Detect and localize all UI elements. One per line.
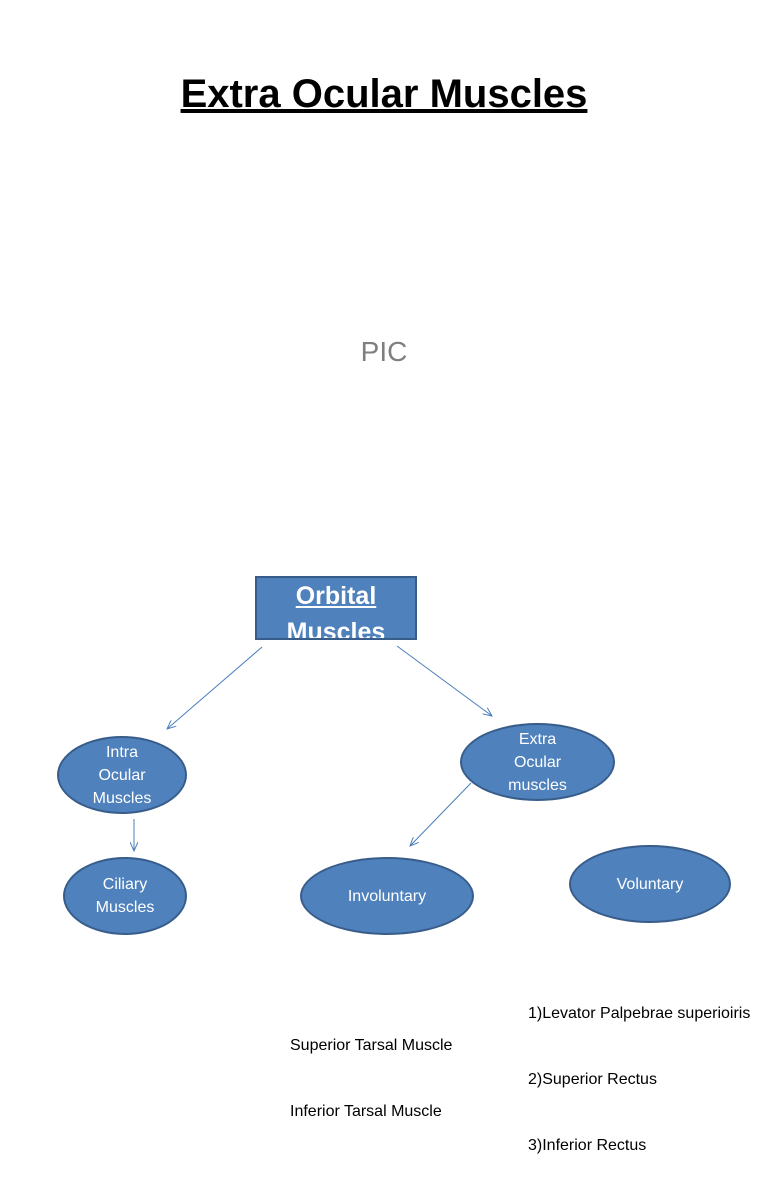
picture-placeholder: PIC: [360, 336, 408, 367]
list-item: 1)Levator Palpebrae superioiris: [528, 1005, 751, 1022]
page-title: Extra Ocular Muscles: [180, 72, 588, 116]
voluntary-node: Voluntary: [569, 845, 731, 923]
involuntary-node: Involuntary: [300, 857, 474, 935]
involuntary-muscle-list: Superior Tarsal Muscle Inferior Tarsal M…: [290, 991, 452, 1145]
extra-ocular-muscles-node: Extra Ocular muscles: [460, 723, 615, 801]
intra-ocular-muscles-node: Intra Ocular Muscles: [57, 736, 187, 814]
arrow-extra-to-involuntary: [410, 782, 472, 846]
list-item: Superior Tarsal Muscle: [290, 1037, 453, 1054]
voluntary-muscle-list: 1)Levator Palpebrae superioiris 2)Superi…: [528, 959, 750, 1179]
orbital-muscles-node: Orbital Muscles: [255, 576, 417, 640]
arrow-root-to-intra: [167, 646, 263, 729]
connector-layer: [0, 645, 768, 1024]
list-item: Inferior Tarsal Muscle: [290, 1103, 442, 1120]
arrow-root-to-extra: [396, 645, 492, 716]
list-item: 3)Inferior Rectus: [528, 1137, 647, 1154]
list-item: 2)Superior Rectus: [528, 1071, 657, 1088]
ciliary-muscles-node: Ciliary Muscles: [63, 857, 187, 935]
